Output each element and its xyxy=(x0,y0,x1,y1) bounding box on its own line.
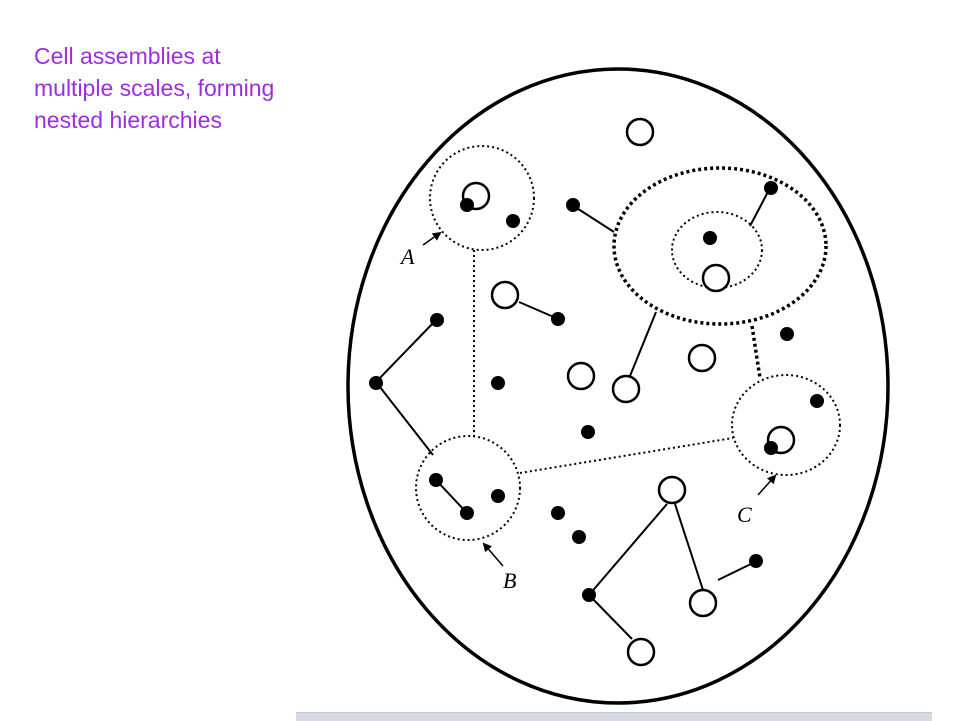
open-neuron xyxy=(657,475,687,505)
filled-neuron xyxy=(581,425,595,439)
arrow-to-assembly-c xyxy=(757,474,777,496)
connection xyxy=(375,381,434,456)
filled-neuron xyxy=(572,530,586,544)
connection xyxy=(717,561,756,581)
connection xyxy=(435,479,467,513)
large-assembly-boundary xyxy=(612,166,828,326)
caption-line-3: nested hierarchies xyxy=(34,107,222,133)
open-neuron xyxy=(490,280,520,310)
filled-neuron xyxy=(460,198,474,212)
dotted-link-large-c xyxy=(750,325,762,379)
arrow-to-assembly-b xyxy=(482,542,504,567)
filled-neuron xyxy=(551,312,565,326)
filled-neuron xyxy=(506,214,520,228)
outer-boundary xyxy=(346,67,890,705)
label-a: A xyxy=(399,244,415,269)
filled-neuron xyxy=(703,231,717,245)
open-neuron xyxy=(611,374,641,404)
filled-neuron xyxy=(369,376,383,390)
filled-neuron xyxy=(429,473,443,487)
filled-neuron xyxy=(566,198,580,212)
filled-neuron xyxy=(780,327,794,341)
arrow-to-assembly-a xyxy=(422,231,442,246)
connection xyxy=(674,503,704,591)
dotted-link-b-c xyxy=(519,437,734,474)
connection xyxy=(571,204,615,233)
assembly-b-boundary xyxy=(415,435,521,541)
filled-neuron xyxy=(460,506,474,520)
caption-line-1: Cell assemblies at xyxy=(34,43,221,69)
filled-neuron xyxy=(749,554,763,568)
caption-line-2: multiple scales, forming xyxy=(34,75,275,101)
filled-neuron xyxy=(430,313,444,327)
connection xyxy=(588,503,668,596)
open-neuron xyxy=(687,343,717,373)
bottom-scrollbar-strip xyxy=(296,712,932,721)
filled-neuron xyxy=(764,441,778,455)
open-neuron xyxy=(626,637,656,667)
filled-neuron xyxy=(810,394,824,408)
open-neuron xyxy=(566,361,596,391)
caption: Cell assemblies at multiple scales, form… xyxy=(34,40,394,136)
filled-neuron xyxy=(491,376,505,390)
filled-neuron xyxy=(582,588,596,602)
filled-neuron xyxy=(551,506,565,520)
open-neuron xyxy=(625,117,655,147)
assembly-c-boundary xyxy=(731,374,841,476)
open-neuron xyxy=(701,263,731,293)
connection xyxy=(588,594,633,640)
connection xyxy=(375,319,437,383)
assembly-a-boundary xyxy=(429,145,535,251)
connection xyxy=(518,301,557,319)
connection xyxy=(629,311,657,377)
filled-neuron xyxy=(764,181,778,195)
label-b: B xyxy=(503,568,516,593)
open-neuron xyxy=(688,588,718,618)
filled-neuron xyxy=(491,489,505,503)
label-c: C xyxy=(737,502,752,527)
connection xyxy=(749,187,771,227)
